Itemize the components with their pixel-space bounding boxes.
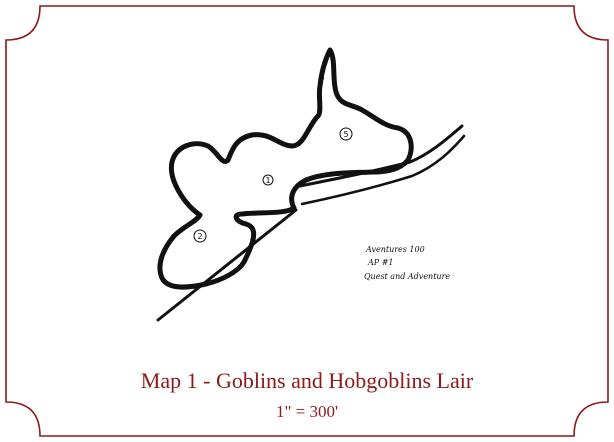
room-marker (262, 174, 274, 186)
handwritten-note: Aventures 100 AP #1 Quest and Adventure (364, 245, 450, 281)
room-number: 1 (265, 176, 270, 185)
room-marker (193, 229, 207, 243)
note-line: AP #1 (367, 258, 394, 267)
room-number: 2 (197, 232, 202, 241)
room-labels: 1 2 5 6 (193, 73, 353, 243)
map-scale: 1" = 300' (275, 402, 339, 421)
frame-border (5, 5, 609, 437)
cave-outline (156, 47, 466, 322)
map-title: Map 1 - Goblins and Hobgoblins Lair (140, 368, 474, 393)
note-line: Aventures 100 (365, 245, 425, 254)
room-number: 5 (343, 130, 348, 139)
note-line: Quest and Adventure (364, 272, 450, 281)
room-marker (339, 127, 353, 141)
room-number: 6 (319, 73, 324, 82)
